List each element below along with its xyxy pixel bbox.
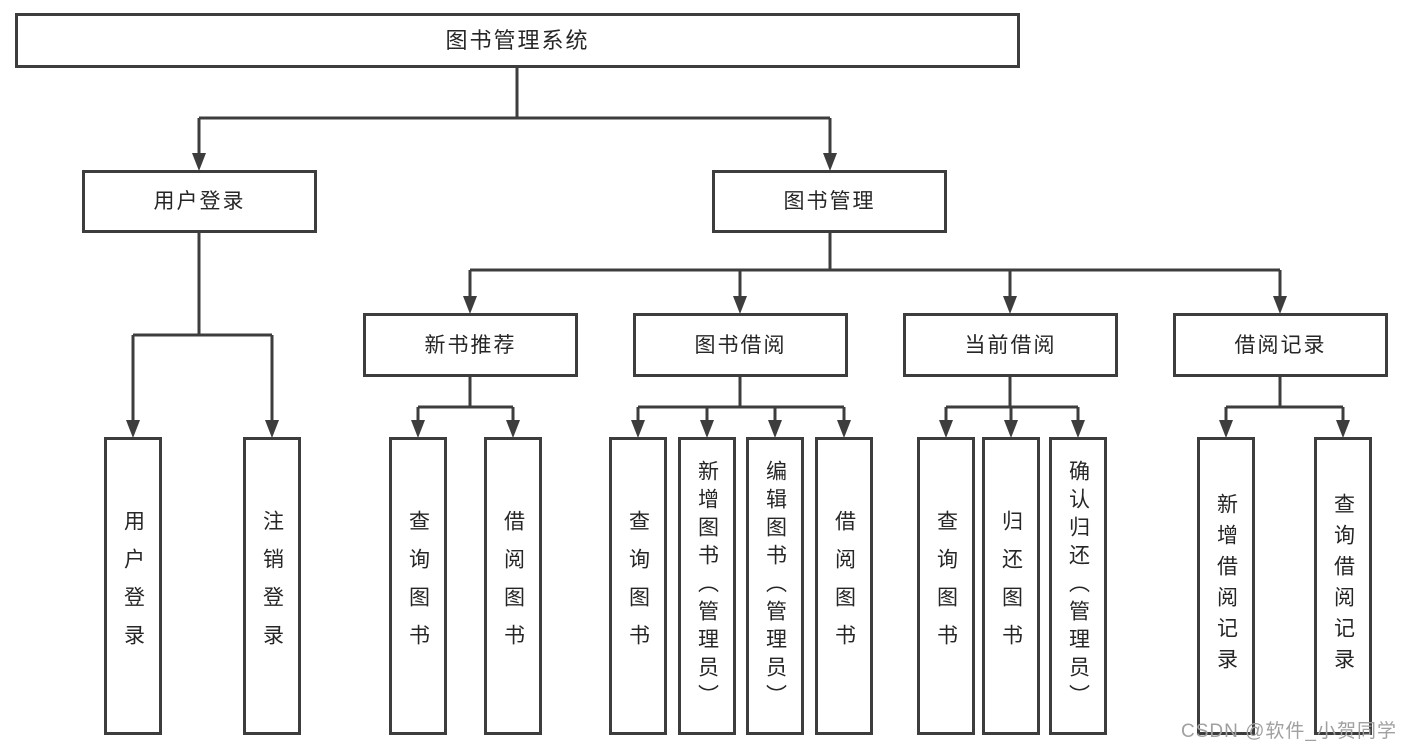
leaf-newrec-borrow-book-label: 借阅图书 bbox=[501, 510, 525, 662]
leaf-borrow-query-book-label: 查询图书 bbox=[626, 510, 650, 662]
connector-borrowrecord-to-leaves bbox=[1224, 377, 1345, 423]
node-borrow-record-label: 借阅记录 bbox=[1234, 333, 1327, 357]
node-user-login: 用户登录 bbox=[82, 170, 317, 233]
node-book-management-label: 图书管理 bbox=[783, 190, 876, 213]
leaf-borrow-edit-book-admin: 编辑图书（管理员） bbox=[746, 437, 804, 735]
leaf-newrec-borrow-book: 借阅图书 bbox=[484, 437, 542, 735]
leaf-logout-login-label: 注销登录 bbox=[260, 510, 284, 662]
leaf-borrow-add-book-admin: 新增图书（管理员） bbox=[678, 437, 736, 735]
leaf-current-return-book-label: 归还图书 bbox=[999, 510, 1023, 662]
leaf-current-query-book-label: 查询图书 bbox=[934, 510, 958, 662]
leaf-current-query-book: 查询图书 bbox=[917, 437, 975, 735]
leaf-record-add-borrow-record-label: 新增借阅记录 bbox=[1214, 493, 1238, 679]
node-book-borrow-label: 图书借阅 bbox=[694, 333, 787, 357]
node-current-borrow-label: 当前借阅 bbox=[964, 333, 1057, 357]
connector-bookmgmt-to-level3 bbox=[468, 233, 1282, 299]
leaf-user-login-label: 用户登录 bbox=[121, 510, 145, 662]
leaf-borrow-add-book-admin-label: 新增图书（管理员） bbox=[695, 460, 719, 712]
leaf-borrow-edit-book-admin-label: 编辑图书（管理员） bbox=[763, 460, 787, 712]
leaf-record-query-borrow-record: 查询借阅记录 bbox=[1314, 437, 1372, 735]
leaf-current-confirm-return-admin: 确认归还（管理员） bbox=[1049, 437, 1107, 735]
connector-bookborrow-to-leaves bbox=[636, 377, 846, 423]
node-root-label: 图书管理系统 bbox=[445, 27, 590, 53]
leaf-newrec-query-book: 查询图书 bbox=[389, 437, 447, 735]
leaf-current-return-book: 归还图书 bbox=[982, 437, 1040, 735]
leaf-current-confirm-return-admin-label: 确认归还（管理员） bbox=[1066, 460, 1090, 712]
connector-currentborrow-to-leaves bbox=[944, 377, 1080, 423]
connector-newrec-to-leaves bbox=[416, 377, 515, 423]
leaf-borrow-query-book: 查询图书 bbox=[609, 437, 667, 735]
connector-root-to-level2 bbox=[197, 68, 832, 156]
leaf-borrow-borrow-book-label: 借阅图书 bbox=[832, 510, 856, 662]
node-book-borrow: 图书借阅 bbox=[633, 313, 848, 377]
connector-userlogin-to-leaves bbox=[131, 233, 274, 423]
leaf-logout-login: 注销登录 bbox=[243, 437, 301, 735]
leaf-record-query-borrow-record-label: 查询借阅记录 bbox=[1331, 493, 1355, 679]
node-new-book-recommend: 新书推荐 bbox=[363, 313, 578, 377]
node-user-login-label: 用户登录 bbox=[153, 190, 246, 213]
node-borrow-record: 借阅记录 bbox=[1173, 313, 1388, 377]
leaf-borrow-borrow-book: 借阅图书 bbox=[815, 437, 873, 735]
leaf-user-login: 用户登录 bbox=[104, 437, 162, 735]
node-new-book-recommend-label: 新书推荐 bbox=[424, 333, 517, 357]
node-current-borrow: 当前借阅 bbox=[903, 313, 1118, 377]
node-root: 图书管理系统 bbox=[15, 13, 1020, 68]
leaf-newrec-query-book-label: 查询图书 bbox=[406, 510, 430, 662]
node-book-management: 图书管理 bbox=[712, 170, 947, 233]
leaf-record-add-borrow-record: 新增借阅记录 bbox=[1197, 437, 1255, 735]
